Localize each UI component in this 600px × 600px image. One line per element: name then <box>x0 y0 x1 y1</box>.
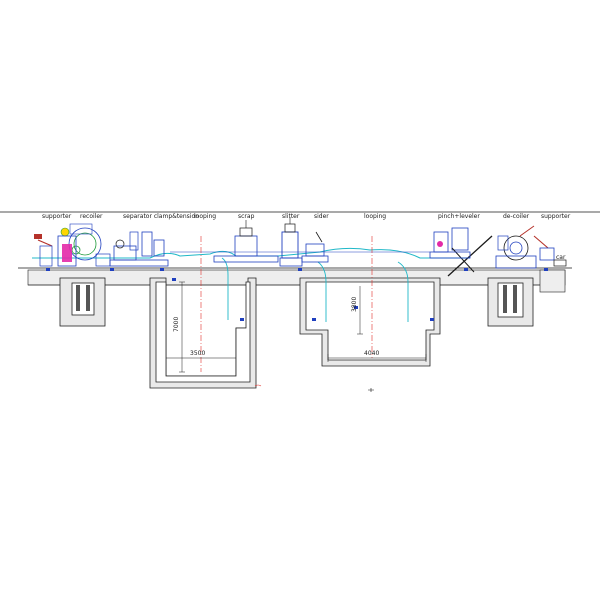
car-rail-step <box>539 269 566 293</box>
stray-mark-right <box>368 388 374 392</box>
label-recoiler: recoiler <box>80 213 103 220</box>
looping-pit-right <box>299 277 441 367</box>
separator-clamp-tension-unit <box>109 231 169 267</box>
label-decoiler: de-coiler <box>503 213 530 220</box>
scrap-unit <box>213 220 279 263</box>
svg-text:3800: 3800 <box>351 297 358 312</box>
label-supporter-left: supporter <box>42 213 72 220</box>
sider-unit <box>301 231 329 263</box>
label-pinch-leveler: pinch+leveler <box>438 213 480 220</box>
label-looping-left: looping <box>194 213 216 220</box>
label-slitter: slitter <box>282 213 300 220</box>
decoiler-foundation-pit <box>487 277 534 327</box>
looping-pit-left <box>149 277 257 389</box>
supporter-car-unit <box>533 235 567 267</box>
anchor-markers <box>46 268 548 321</box>
label-looping-right: looping <box>364 213 386 220</box>
recoiler-machine <box>34 223 111 267</box>
label-supporter-right: supporter <box>541 213 571 220</box>
dim-left-pit-width: 3500 <box>166 350 236 359</box>
label-car: car <box>556 254 566 261</box>
label-separator-clamp: separator clamp&tension <box>123 213 199 220</box>
loop-strip-left <box>221 257 229 320</box>
recoiler-foundation-pit <box>59 277 106 327</box>
svg-text:3500: 3500 <box>190 350 205 357</box>
pinch-leveler-unit <box>429 227 493 277</box>
svg-text:7000: 7000 <box>173 317 180 332</box>
dim-left-pit-depth: 7000 <box>173 281 185 373</box>
stray-mark-left <box>254 384 262 387</box>
loop-strip-right-a <box>317 261 327 322</box>
loop-strip-right-b <box>397 261 409 322</box>
label-sider: sider <box>314 213 329 220</box>
label-scrap: scrap <box>238 213 255 220</box>
decoiler-unit <box>495 225 537 269</box>
dim-right-pit-width: 4040 <box>327 350 427 362</box>
slitter-unit <box>279 218 303 267</box>
dim-right-pit-depth: 3800 <box>351 286 363 335</box>
svg-text:4040: 4040 <box>364 350 379 357</box>
